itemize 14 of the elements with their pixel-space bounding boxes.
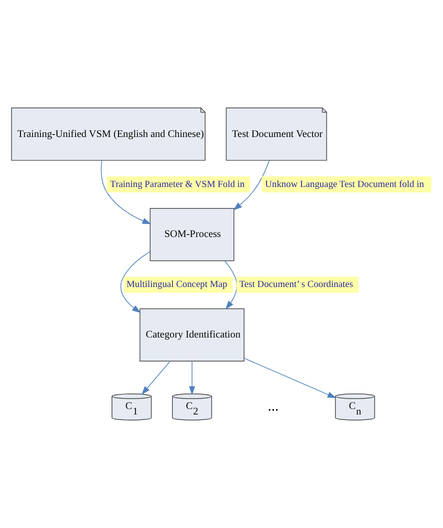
arrow — [188, 360, 196, 395]
arrow — [244, 358, 336, 398]
edge-label: Multilingual Concept Map — [126, 280, 228, 290]
edge-label: Unknow Language Test Document fold in — [265, 180, 424, 190]
arrow — [142, 360, 171, 395]
edge-label: Test Document’ s Coordinates — [239, 280, 354, 290]
arrow — [224, 260, 238, 310]
edge-label: Training Parameter & VSM Fold in — [110, 180, 245, 190]
arrow — [120, 251, 150, 313]
label: ... — [268, 398, 279, 415]
node-box: Category Identification — [140, 308, 244, 362]
arrow — [233, 160, 270, 210]
arrow — [100, 160, 152, 224]
node-box: SOM-Process — [150, 208, 234, 262]
